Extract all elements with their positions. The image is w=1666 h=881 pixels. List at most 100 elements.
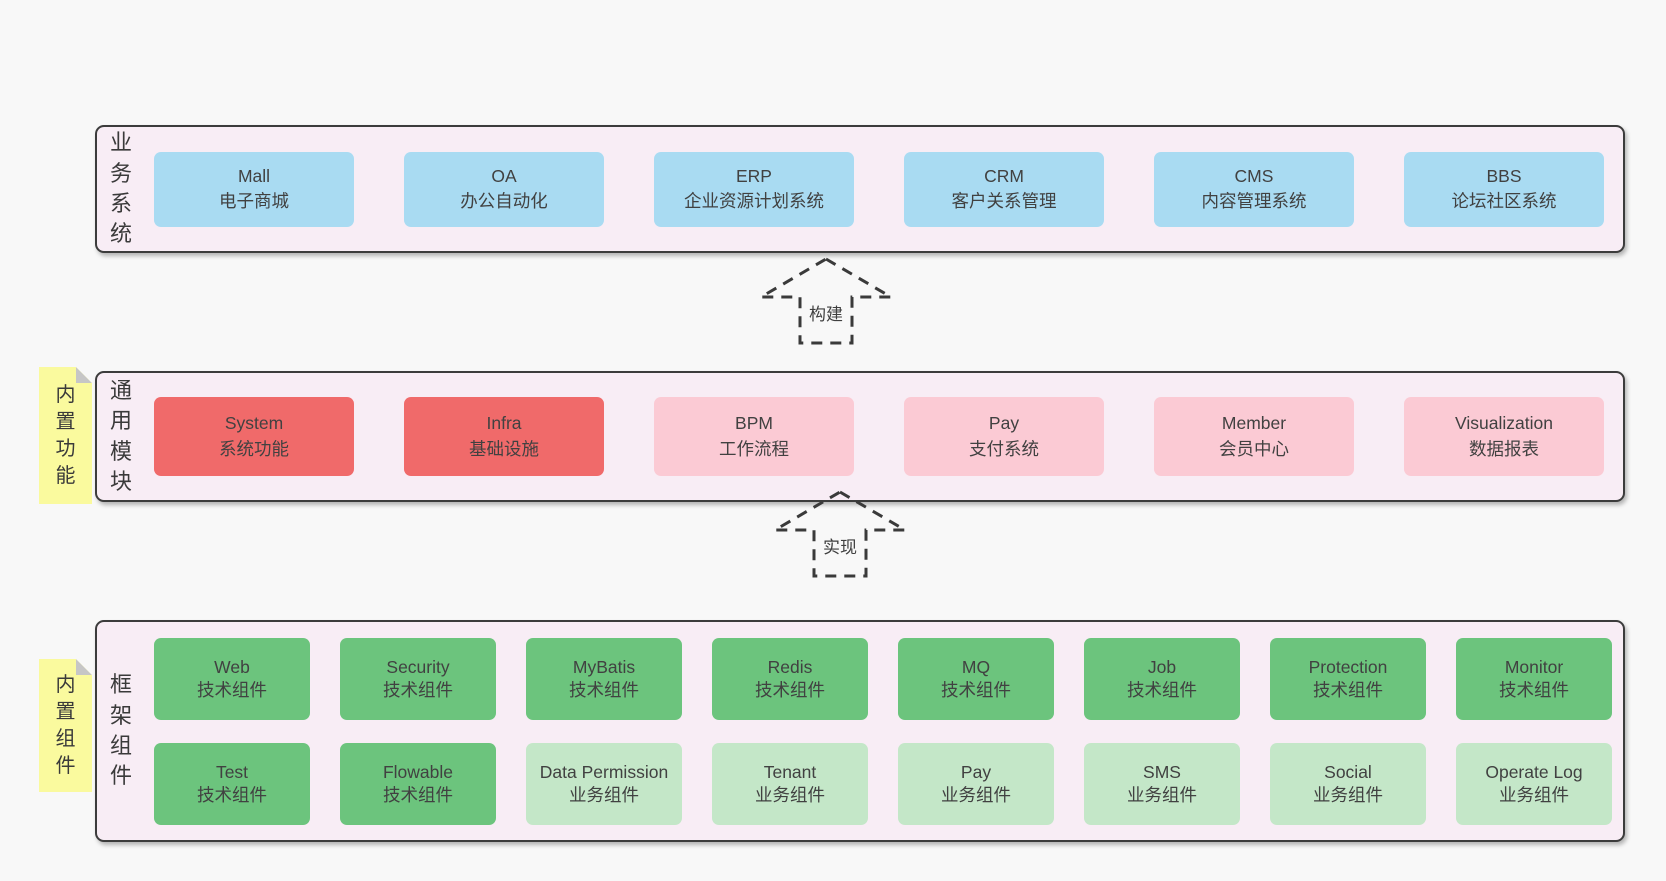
box-subtitle: 业务组件 [1313,784,1383,805]
layer-label-framework-components: 框架组件 [109,672,132,789]
box-title: BPM [735,413,773,434]
box-subtitle: 业务组件 [1499,784,1569,805]
box-title: MQ [961,656,991,677]
sticky-note-built-in-components: 内置组件 [39,659,92,792]
box-subtitle: 业务组件 [569,784,639,805]
arrow-label: 实现 [820,533,860,558]
box-title: Web [214,656,250,677]
box-subtitle: 工作流程 [719,438,789,459]
sticky-note-built-in-features: 内置功能 [39,367,92,504]
box-title: MyBatis [572,656,636,677]
box-member: Member 会员中心 [1154,397,1354,476]
box-title: SMS [1143,761,1181,782]
box-subtitle: 基础设施 [469,438,539,459]
layer-common-modules: 通用模块 System 系统功能 Infra 基础设施 BPM 工作流程 Pay 支付系统 Me… [95,371,1625,502]
box-subtitle: 技术组件 [1127,679,1197,700]
box-subtitle: 论坛社区系统 [1451,191,1557,211]
box-title: Operate Log [1485,761,1583,782]
box-title: System [224,413,284,434]
box-subtitle: 会员中心 [1219,438,1289,459]
box-subtitle: 技术组件 [383,784,453,805]
dashed-up-arrow-icon [758,257,894,345]
dashed-up-arrow-icon [772,490,908,578]
box-subtitle: 技术组件 [755,679,825,700]
box-title: Mall [237,165,271,186]
box-subtitle: 数据报表 [1469,438,1539,459]
box-title: Pay [988,413,1020,434]
box-subtitle: 客户关系管理 [951,191,1057,211]
layer-rows: System 系统功能 Infra 基础设施 BPM 工作流程 Pay 支付系统 Member 会… [154,397,1604,476]
box-pay: Pay 支付系统 [904,397,1104,476]
box-subtitle: 内容管理系统 [1201,191,1307,211]
box-title: Member [1221,413,1287,434]
box-system: System 系统功能 [154,397,354,476]
box-subtitle: 业务组件 [941,784,1011,805]
box-bbs: BBS 论坛社区系统 [1404,151,1604,227]
box-title: Job [1147,656,1177,677]
box-subtitle: 技术组件 [569,679,639,700]
box-row: System 系统功能 Infra 基础设施 BPM 工作流程 Pay 支付系统 Member 会… [154,397,1604,476]
arrow-implement: 实现 [772,489,908,579]
sticky-note-label: 内置功能 [55,383,76,487]
box-mall: Mall 电子商城 [154,151,354,227]
box-subtitle: 系统功能 [219,438,289,459]
box-infra: Infra 基础设施 [404,397,604,476]
box-title: Test [215,761,249,782]
layer-label-common-modules: 通用模块 [109,377,132,494]
box-title: Flowable [382,761,454,782]
arrow-label: 构建 [806,300,846,325]
box-subtitle: 支付系统 [969,438,1039,459]
box-title: Pay [960,761,992,782]
box-title: BBS [1486,165,1522,186]
box-title: Visualization [1455,413,1553,434]
box-oa: OA 办公自动化 [404,151,604,227]
arrow-build: 构建 [758,256,894,346]
box-title: Infra [486,413,522,434]
box-title: OA [491,165,517,186]
box-title: CMS [1234,165,1274,186]
box-title: Security [386,656,450,677]
box-subtitle: 技术组件 [1499,679,1569,700]
box-subtitle: 办公自动化 [460,191,548,211]
box-subtitle: 技术组件 [383,679,453,700]
box-subtitle: 技术组件 [941,679,1011,700]
box-title: Monitor [1504,656,1564,677]
folded-corner-icon [76,367,92,383]
box-bpm: BPM 工作流程 [654,397,854,476]
layer-label-business-systems: 业务系统 [109,130,132,247]
box-title: Social [1324,761,1372,782]
folded-corner-icon [76,659,92,675]
box-subtitle: 企业资源计划系统 [684,191,824,211]
sticky-note-label: 内置组件 [55,673,76,777]
box-title: Redis [767,656,813,677]
box-subtitle: 业务组件 [755,784,825,805]
box-title: ERP [736,165,772,186]
box-subtitle: 技术组件 [197,679,267,700]
box-visualization: Visualization 数据报表 [1404,397,1604,476]
box-subtitle: 业务组件 [1127,784,1197,805]
box-title: Tenant [763,761,817,782]
box-subtitle: 技术组件 [1313,679,1383,700]
box-subtitle: 电子商城 [219,191,289,211]
